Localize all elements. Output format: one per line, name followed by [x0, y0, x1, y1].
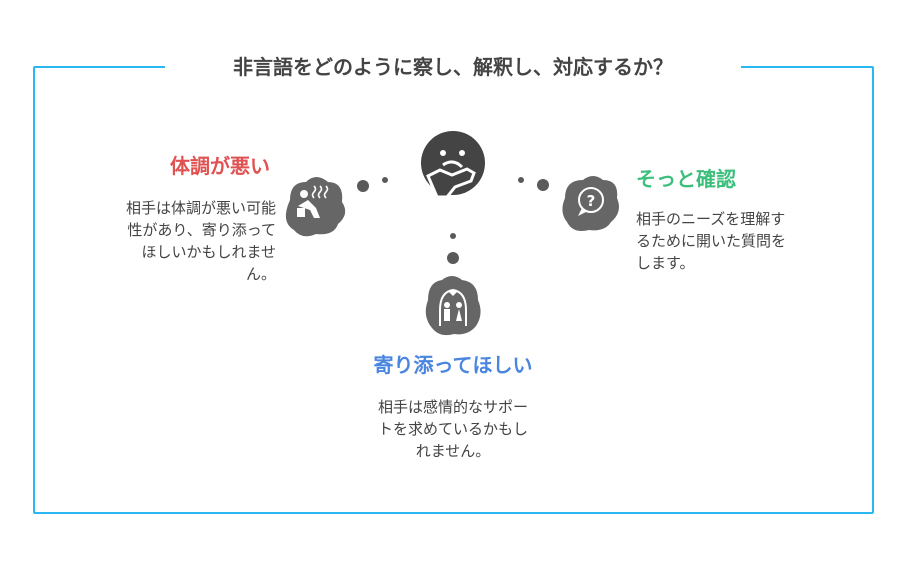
right-description: 相手のニーズを理解す るために開いた質問を します。 — [636, 208, 856, 274]
text-line: 相手は体調が悪い可能 — [125, 199, 276, 217]
text-line: ほしいかもしれませ — [141, 243, 276, 261]
bottom-description: 相手は感情的なサポー トを求めているかもし れません。 — [340, 396, 566, 462]
left-description: 相手は体調が悪い可能 性があり、寄り添って ほしいかもしれませ ん。 — [56, 197, 276, 285]
text-line: します。 — [636, 254, 695, 272]
text-line: トを求めているかもし — [377, 420, 528, 438]
text-line: 相手は感情的なサポー — [377, 398, 528, 416]
sick-person-icon — [285, 177, 346, 237]
bottom-heading: 寄り添ってほしい — [373, 353, 533, 377]
thinking-face-icon — [421, 131, 485, 199]
couple-heart-icon — [425, 276, 481, 336]
connector-dots — [357, 177, 549, 264]
text-line: 性があり、寄り添って — [127, 221, 276, 239]
right-heading: そっと確認 — [636, 167, 736, 191]
page-title: 非言語をどのように察し、解釈し、対応するか？ — [165, 52, 741, 82]
text-line: れません。 — [415, 442, 491, 460]
left-heading: 体調が悪い — [170, 154, 270, 178]
svg-text:?: ? — [587, 192, 596, 210]
text-line: ん。 — [245, 265, 276, 283]
text-line: 相手のニーズを理解す — [636, 210, 786, 228]
text-line: るために開いた質問を — [636, 232, 787, 250]
question-bubble-icon: ? — [562, 176, 619, 231]
